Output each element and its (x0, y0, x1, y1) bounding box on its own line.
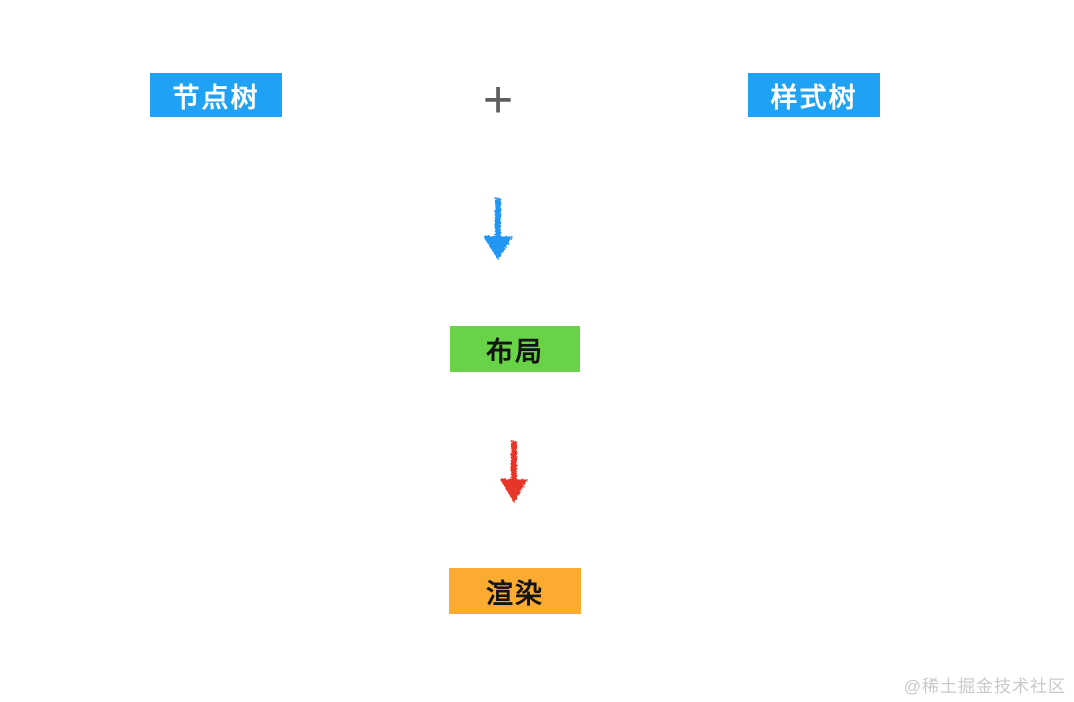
render-box: 渲染 (449, 568, 581, 614)
layout-label: 布局 (486, 336, 544, 367)
layout-box: 布局 (450, 326, 580, 372)
node-tree-box: 节点树 (150, 73, 282, 117)
plus-icon: + (482, 71, 514, 129)
style-tree-box: 样式树 (748, 73, 880, 117)
style-tree-label: 样式树 (770, 82, 858, 113)
watermark: @稀土掘金技术社区 (903, 677, 1066, 696)
render-label: 渲染 (486, 578, 544, 609)
blue-down-arrow-icon (475, 194, 521, 264)
red-down-arrow-icon (491, 437, 537, 507)
node-tree-label: 节点树 (172, 82, 260, 113)
